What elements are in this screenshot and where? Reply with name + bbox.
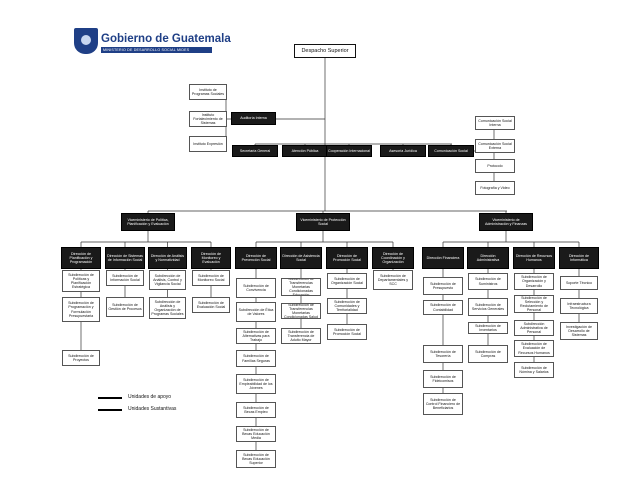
subdirection-box: Subdirección de Monitoreo Social — [192, 270, 230, 286]
coat-of-arms-icon — [74, 28, 98, 54]
subdirection-box: Subdirección de Organización y Desarroll… — [514, 273, 554, 290]
direction-box: Dirección de Coordinación y Organización — [372, 247, 414, 269]
subdirection-box: Subdirección de Convivencia — [236, 278, 276, 298]
subdirection-box: Subdirección de Comunidades y Territoria… — [327, 298, 367, 314]
subdirection-box: Subdirección de Selección y Reclutamient… — [514, 295, 554, 313]
subdirection-box: Subdirección de Suministros — [468, 273, 508, 290]
logo-bar — [101, 47, 212, 53]
subdirection-box: Subdirección de Nómina y Salarios — [514, 362, 554, 378]
subdirection-box: Subdirección de Departamentales y SCC — [373, 270, 413, 290]
direction-box: Dirección Financiera — [422, 247, 464, 269]
subdirection-box: Subdirección de Evaluación de Recursos H… — [514, 340, 554, 357]
staff-box: Cooperación Internacional — [326, 145, 372, 157]
direction-box: Dirección de Asistencia Social — [280, 247, 322, 269]
subdirection-box: Subdirección de Promoción Social — [327, 324, 367, 340]
subdirection-box: Subdirección de Familias Seguras — [236, 350, 276, 367]
advisory-box: Instituto Fortalecimiento de Sistemas — [189, 111, 227, 127]
comms-box: Fotografía y Video — [475, 181, 515, 195]
subdirection-box: Subdirección Administrativa de Personal — [514, 320, 554, 336]
subdirection-box: Subdirección de Empleabilidad de los Jóv… — [236, 374, 276, 394]
direction-box: Dirección de Informática — [559, 247, 599, 269]
subdirection-box: Subdirección de Información Social — [106, 270, 144, 286]
direction-box: Dirección de Recursos Humanos — [513, 247, 555, 269]
subdirection-box: Subdirección de Ética de Valores — [236, 302, 276, 322]
comms-box: Comunicación Social Interna — [475, 116, 515, 130]
legend-label-solid: Unidades Sustantivas — [128, 406, 177, 412]
subdirection-box: Subdirección de Programación y Formulaci… — [62, 297, 100, 322]
subdirection-box: Subdirección de Inventarios — [468, 322, 508, 334]
subdirection-box: Subdirección de Becas Educación Media — [236, 426, 276, 442]
subdirection-box: Subdirección de Análisis, Control y Vigi… — [149, 270, 186, 290]
direction-box: Dirección de Prevención Social — [235, 247, 277, 269]
subdirection-box: Subdirección de Compras — [468, 345, 508, 363]
subdirection-box: Soporte Técnico — [560, 276, 598, 290]
staff-box: Atención Pública — [282, 145, 328, 157]
legend-line-dashed — [98, 397, 122, 399]
staff-box: Comunicación Social — [428, 145, 474, 157]
logo-subtitle: MINISTERIO DE DESARROLLO SOCIAL MIDES — [103, 47, 190, 52]
subdirection-box: Subdirección de Organización Social — [327, 273, 367, 289]
subdirection-box: Infraestructura Tecnológica — [560, 298, 598, 314]
subdirection-box: Subdirección de Control Financiero de Be… — [423, 393, 463, 415]
subdirection-box: Subdirección de Servicios Generales — [468, 298, 508, 316]
subdirection-box: Subdirección de Proyectos — [62, 350, 100, 366]
vice-box: Viceministerio de Administración y Finan… — [479, 213, 533, 231]
comms-box: Comunicación Social Externa — [475, 139, 515, 153]
subdirection-box: Subdirección de Becas Empleo — [236, 402, 276, 418]
vice-box: Viceministerio de Política, Planificació… — [121, 213, 175, 231]
direction-box: Dirección de Promoción Social — [326, 247, 368, 269]
direction-box: Dirección Administrativa — [467, 247, 509, 269]
top-box: Despacho Superior — [294, 44, 356, 58]
legend-label-dashed: Unidades de apoyo — [128, 394, 172, 400]
subdirection-box: Subdirección de Tesorería — [423, 345, 463, 363]
auditoria-box: Auditoría Interna — [231, 112, 276, 125]
subdirection-box: Subdirección de Transferencias Monetaria… — [281, 278, 321, 296]
subdirection-box: Subdirección de Políticas y Planificació… — [62, 270, 100, 292]
staff-box: Asesoría Jurídica — [380, 145, 426, 157]
legend-line-solid — [98, 409, 122, 411]
advisory-box: Instituto de Programas Sociales — [189, 84, 227, 100]
direction-box: Dirección de Planificación y Programació… — [61, 247, 101, 269]
subdirection-box: Investigación de Desarrollo de Sistemas — [560, 322, 598, 340]
staff-box: Secretaría General — [232, 145, 278, 157]
subdirection-box: Subdirección de Transferencia de Adulto … — [281, 328, 321, 344]
subdirection-box: Subdirección de Alternativas para Trabaj… — [236, 328, 276, 344]
logo: Gobierno de Guatemala MINISTERIO DE DESA… — [74, 28, 231, 66]
subdirection-box: Subdirección de Gestión de Procesos — [106, 297, 144, 317]
subdirection-box: Subdirección de Becas Educación Superior — [236, 450, 276, 468]
direction-box: Dirección de Monitoreo y Evaluación — [191, 247, 231, 269]
direction-box: Dirección de Análisis y Normatividad — [148, 247, 187, 269]
subdirection-box: Subdirección de Análisis y Organización … — [149, 297, 186, 319]
vice-box: Viceministerio de Protección Social — [296, 213, 350, 231]
direction-box: Dirección de Sistemas de Información Soc… — [105, 247, 145, 269]
advisory-box: Instituto Expresión — [189, 136, 227, 152]
comms-box: Protocolo — [475, 159, 515, 173]
logo-name: Gobierno de Guatemala — [101, 33, 231, 45]
subdirection-box: Subdirección de Evaluación Social — [192, 297, 230, 313]
subdirection-box: Subdirección de Fideicomisos — [423, 370, 463, 388]
subdirection-box: Subdirección de Contabilidad — [423, 300, 463, 315]
subdirection-box: Subdirección de Presupuesto — [423, 277, 463, 295]
subdirection-box: Subdirección de Transferencias Monetaria… — [281, 303, 321, 319]
